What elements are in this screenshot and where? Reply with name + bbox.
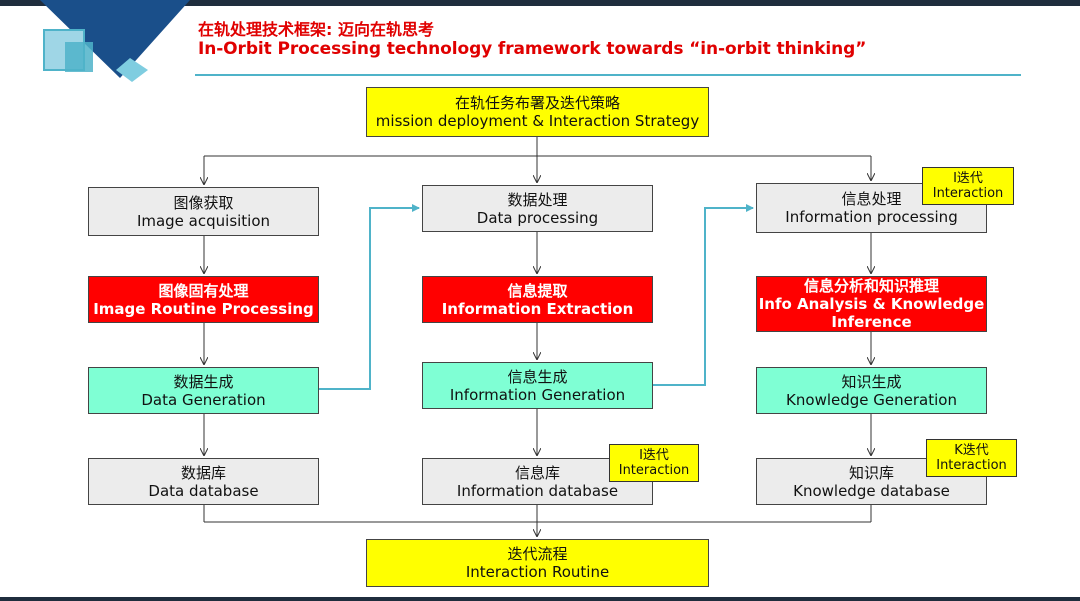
title-english: In-Orbit Processing technology framework… (198, 39, 867, 59)
information-generation-en: Information Generation (449, 385, 626, 404)
information-generation-box: 信息生成 Information Generation (422, 362, 653, 409)
image-acquisition-en: Image acquisition (136, 211, 271, 230)
data-processing-en: Data processing (476, 208, 599, 227)
k-interaction-tag-database: K迭代 Interaction (926, 439, 1017, 477)
image-routine-processing-box: 图像固有处理 Image Routine Processing (88, 276, 319, 323)
data-processing-zh: 数据处理 (507, 190, 568, 209)
knowledge-generation-box: 知识生成 Knowledge Generation (756, 367, 987, 414)
image-routine-zh: 图像固有处理 (158, 281, 249, 300)
interaction-routine-box: 迭代流程 Interaction Routine (366, 539, 709, 587)
info-analysis-zh: 信息分析和知识推理 (803, 277, 939, 295)
information-generation-zh: 信息生成 (507, 367, 568, 386)
i-interaction-tag-database: I迭代 Interaction (609, 444, 699, 482)
data-generation-en: Data Generation (141, 390, 266, 409)
information-extraction-en: Information Extraction (441, 299, 634, 318)
tag-en: Interaction (932, 186, 1004, 201)
title-chinese: 在轨处理技术框架: 迈向在轨思考 (198, 20, 434, 39)
logo-graphic (40, 0, 190, 82)
tag-en: Interaction (936, 458, 1007, 473)
bottom-bar (0, 597, 1080, 601)
image-acquisition-zh: 图像获取 (173, 193, 234, 212)
information-processing-zh: 信息处理 (841, 190, 902, 208)
i-interaction-tag-processing: I迭代 Interaction (922, 167, 1014, 205)
knowledge-database-en: Knowledge database (793, 481, 950, 500)
image-routine-en: Image Routine Processing (93, 299, 314, 318)
information-processing-box: 信息处理 Information processing (756, 183, 987, 233)
image-acquisition-box: 图像获取 Image acquisition (88, 187, 319, 236)
data-database-zh: 数据库 (180, 463, 226, 482)
information-database-en: Information database (456, 481, 619, 500)
tag-en: Interaction (618, 463, 690, 478)
information-processing-en: Information processing (785, 208, 958, 226)
top-bar (0, 0, 1080, 6)
strategy-zh: 在轨任务布署及迭代策略 (454, 94, 620, 112)
knowledge-database-zh: 知识库 (848, 463, 894, 482)
data-database-en: Data database (148, 481, 259, 500)
info-analysis-en-line2: Inference (831, 313, 912, 331)
tag-zh: K迭代 (954, 443, 989, 458)
tag-zh: I迭代 (953, 171, 983, 186)
data-generation-box: 数据生成 Data Generation (88, 367, 319, 414)
knowledge-generation-zh: 知识生成 (841, 372, 902, 391)
information-database-zh: 信息库 (514, 463, 560, 482)
strategy-en: mission deployment & Interaction Strateg… (375, 112, 700, 130)
information-extraction-zh: 信息提取 (507, 281, 568, 300)
info-analysis-en-line1: Info Analysis & Knowledge (758, 295, 985, 313)
info-analysis-knowledge-box: 信息分析和知识推理 Info Analysis & Knowledge Infe… (756, 276, 987, 332)
interaction-routine-en: Interaction Routine (465, 563, 610, 581)
interaction-routine-zh: 迭代流程 (507, 545, 568, 563)
data-processing-box: 数据处理 Data processing (422, 185, 653, 232)
tag-zh: I迭代 (639, 448, 669, 463)
knowledge-database-box: 知识库 Knowledge database (756, 458, 987, 505)
data-generation-zh: 数据生成 (173, 372, 234, 391)
strategy-box: 在轨任务布署及迭代策略 mission deployment & Interac… (366, 87, 709, 137)
information-extraction-box: 信息提取 Information Extraction (422, 276, 653, 323)
title-underline (195, 74, 1021, 76)
knowledge-generation-en: Knowledge Generation (786, 390, 957, 409)
data-database-box: 数据库 Data database (88, 458, 319, 505)
